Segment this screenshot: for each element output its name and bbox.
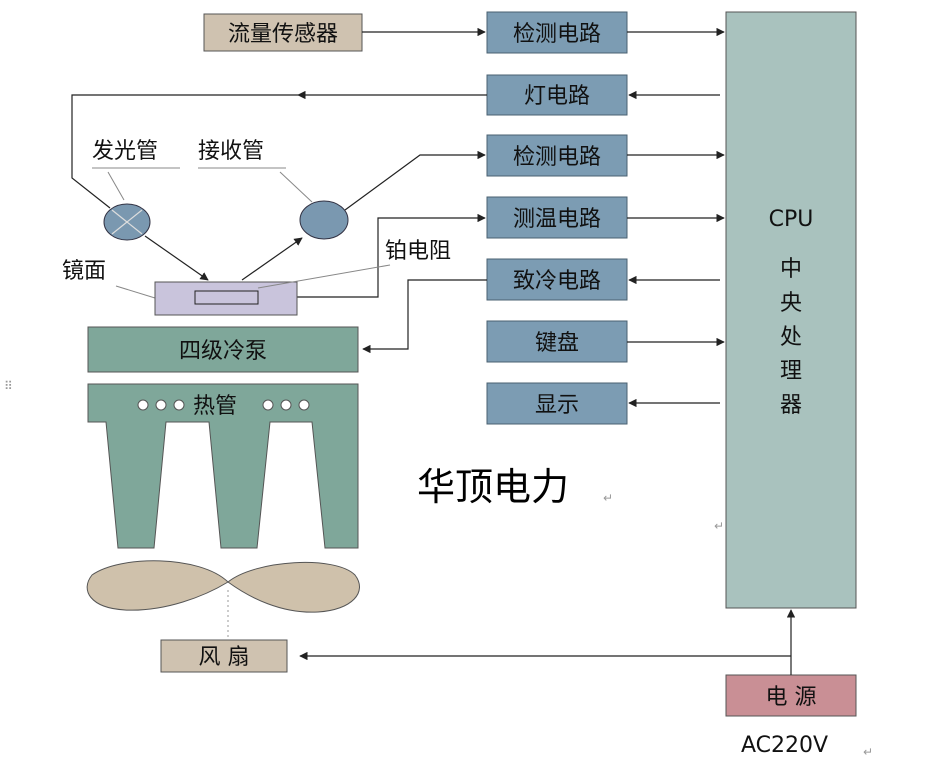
receiver-label: 接收管 <box>198 139 264 164</box>
light-path-out <box>241 237 303 281</box>
cpu-box <box>725 11 857 609</box>
flow-sensor-box <box>203 13 363 52</box>
lamp-circuit-box <box>486 74 628 116</box>
resistor-leader <box>257 264 391 289</box>
cpu-char-4: 理 <box>780 359 802 384</box>
fan-label: 风 扇 <box>199 645 250 670</box>
arrow-resistor-to-temp <box>258 213 486 298</box>
detect-circuit-2-label: 检测电路 <box>513 145 601 170</box>
heat-pipe-label: 热管 <box>193 394 237 419</box>
mirror-leader <box>115 285 156 299</box>
platinum-resistor-label: 铂电阻 <box>385 239 451 264</box>
receiver-lens <box>299 200 349 240</box>
emitter-label: 发光管 <box>92 139 158 164</box>
light-path-in <box>144 235 209 281</box>
paragraph-mark-1: ↵ <box>603 491 613 505</box>
receiver-leader <box>279 171 313 203</box>
power-label: 电 源 <box>766 685 817 710</box>
paragraph-mark-3: ↵ <box>714 519 724 533</box>
paragraph-mark-2: ↵ <box>863 745 873 759</box>
detect-circuit-1-box <box>486 11 628 54</box>
cpu-char-1: 中 <box>780 257 802 282</box>
cpu-char-3: 处 <box>780 325 802 350</box>
keyboard-box <box>486 320 628 363</box>
display-box <box>486 382 628 425</box>
keyboard-label: 键盘 <box>535 331 579 356</box>
cpu-title: CPU <box>769 207 814 232</box>
cooling-circuit-label: 致冷电路 <box>513 269 601 294</box>
ac-input-label: AC220V <box>741 733 828 758</box>
arrow-receiver-to-detect2 <box>344 150 486 211</box>
emitter-cross-2 <box>111 209 143 235</box>
mirror-label: 镜面 <box>62 259 106 284</box>
watermark-text: 华顶电力 <box>417 465 569 509</box>
cooling-pump-label: 四级冷泵 <box>179 339 267 364</box>
flow-sensor-label: 流量传感器 <box>228 22 338 47</box>
emitter-leader <box>107 171 125 201</box>
platinum-resistor <box>194 290 259 305</box>
detect-circuit-2-box <box>486 134 628 177</box>
display-label: 显示 <box>535 393 579 418</box>
temp-circuit-label: 测温电路 <box>513 207 601 232</box>
fan-box <box>160 639 288 673</box>
detect-circuit-1-label: 检测电路 <box>513 22 601 47</box>
heat-pipe-dots-left <box>137 399 185 411</box>
arrow-cooling-to-pump <box>362 279 487 354</box>
temp-circuit-box <box>486 196 628 239</box>
cooling-pump-box <box>87 326 359 373</box>
cpu-char-5: 器 <box>780 393 802 418</box>
lamp-circuit-label: 灯电路 <box>524 84 590 109</box>
fan-blade-right <box>227 561 360 613</box>
lamp-wire <box>71 94 298 209</box>
heat-pipe-dots-right <box>262 399 310 411</box>
side-handle: ⠿ <box>4 379 13 393</box>
heat-sink <box>87 383 359 549</box>
fan-blade-left <box>86 560 229 611</box>
cpu-char-2: 央 <box>780 291 802 316</box>
power-box <box>725 674 857 717</box>
